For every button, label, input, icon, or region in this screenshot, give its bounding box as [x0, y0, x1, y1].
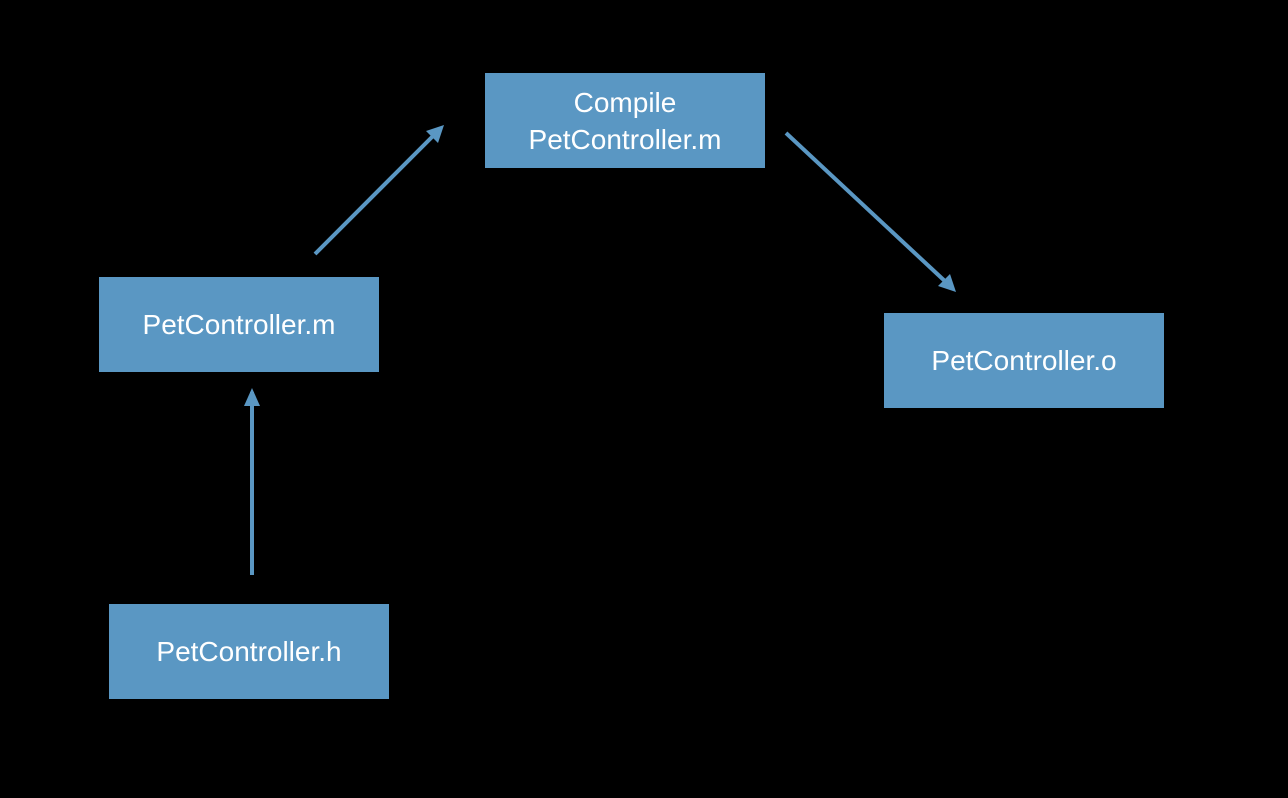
- object-file-label: PetController.o: [931, 345, 1117, 376]
- arrowhead-h-to-m: [244, 388, 260, 406]
- header-file-label: PetController.h: [156, 636, 342, 667]
- header-file-node: PetController.h: [109, 604, 389, 699]
- source-file-node: PetController.m: [99, 277, 379, 372]
- arrowhead-compile-to-o: [938, 274, 956, 292]
- arrow-compile-to-o: [784, 131, 950, 286]
- arrow-m-to-compile: [313, 131, 438, 256]
- source-file-label: PetController.m: [142, 309, 336, 340]
- compile-step-label-line1: Compile: [573, 86, 677, 118]
- compile-step-node: Compile PetController.m: [485, 73, 765, 168]
- compile-step-label-line2: PetController.m: [528, 123, 722, 155]
- arrowhead-m-to-compile: [426, 125, 444, 143]
- object-file-node: PetController.o: [884, 313, 1164, 408]
